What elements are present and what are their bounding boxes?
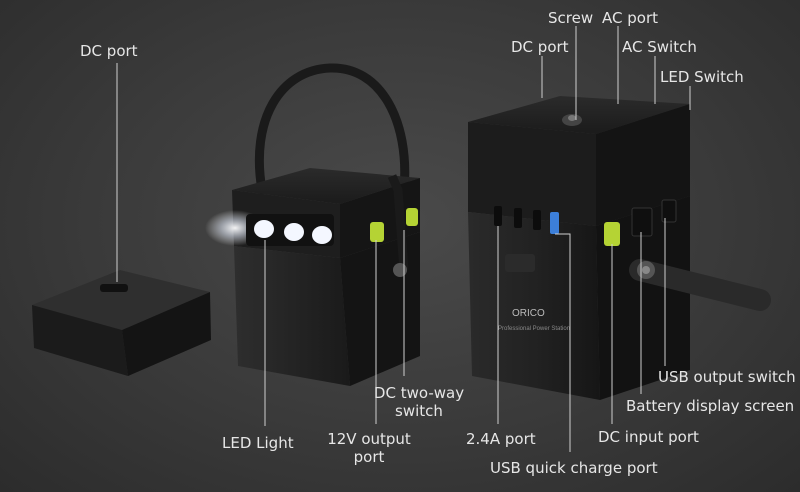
label-12v-output-line2: port	[353, 448, 385, 466]
12v-output-port-2	[406, 208, 418, 226]
label-dc-two-way-switch: DC two-way switch	[372, 384, 466, 420]
label-usb-quick-charge-port: USB quick charge port	[490, 459, 658, 477]
led-lamp-2	[284, 223, 304, 241]
label-usb-output-switch: USB output switch	[658, 368, 796, 386]
led-light-panel	[246, 214, 334, 246]
usb-quick-charge-port	[550, 212, 559, 234]
label-dc-port-top: DC port	[511, 38, 569, 56]
leader-lines	[116, 26, 691, 452]
label-dc-two-way-line2: switch	[395, 402, 443, 420]
label-12v-output: 12V output port	[326, 430, 412, 466]
usb-port-2	[514, 208, 522, 228]
led-lamp-1	[254, 220, 274, 238]
side-strap	[629, 259, 771, 311]
label-ac-port: AC port	[602, 9, 658, 27]
leader-usb-quick-charge	[555, 233, 571, 452]
label-ac-switch: AC Switch	[622, 38, 697, 56]
label-battery-display-screen: Battery display screen	[626, 397, 795, 415]
brand-mark: ORICO	[512, 308, 545, 319]
power-button	[505, 254, 535, 272]
usb-output-switch	[661, 199, 677, 223]
power-station-unit: ORICO Professional Power Station	[468, 96, 771, 400]
led-lamp-3	[312, 226, 332, 244]
carry-handle	[254, 63, 410, 195]
brand-subtitle: Professional Power Station	[498, 326, 570, 332]
label-led-light: LED Light	[222, 434, 294, 452]
dc-port-socket	[100, 284, 128, 292]
battery-display-screen	[631, 207, 653, 237]
label-2-4a-port: 2.4A port	[466, 430, 536, 448]
label-12v-output-line1: 12V output	[327, 430, 411, 448]
label-dc-two-way-line1: DC two-way	[373, 384, 465, 402]
label-dc-port-left: DC port	[80, 42, 138, 60]
label-led-switch: LED Switch	[660, 68, 744, 86]
lantern-unit	[205, 63, 420, 386]
dc-two-way-switch-knob	[393, 263, 407, 277]
dc-input-port	[604, 222, 620, 246]
12v-output-port-1	[370, 222, 384, 242]
usb-port-2-4a	[494, 206, 502, 226]
dc-base-unit	[32, 270, 211, 376]
label-screw: Screw	[548, 9, 594, 27]
label-dc-input-port: DC input port	[598, 428, 699, 446]
usb-port-3	[533, 210, 541, 230]
